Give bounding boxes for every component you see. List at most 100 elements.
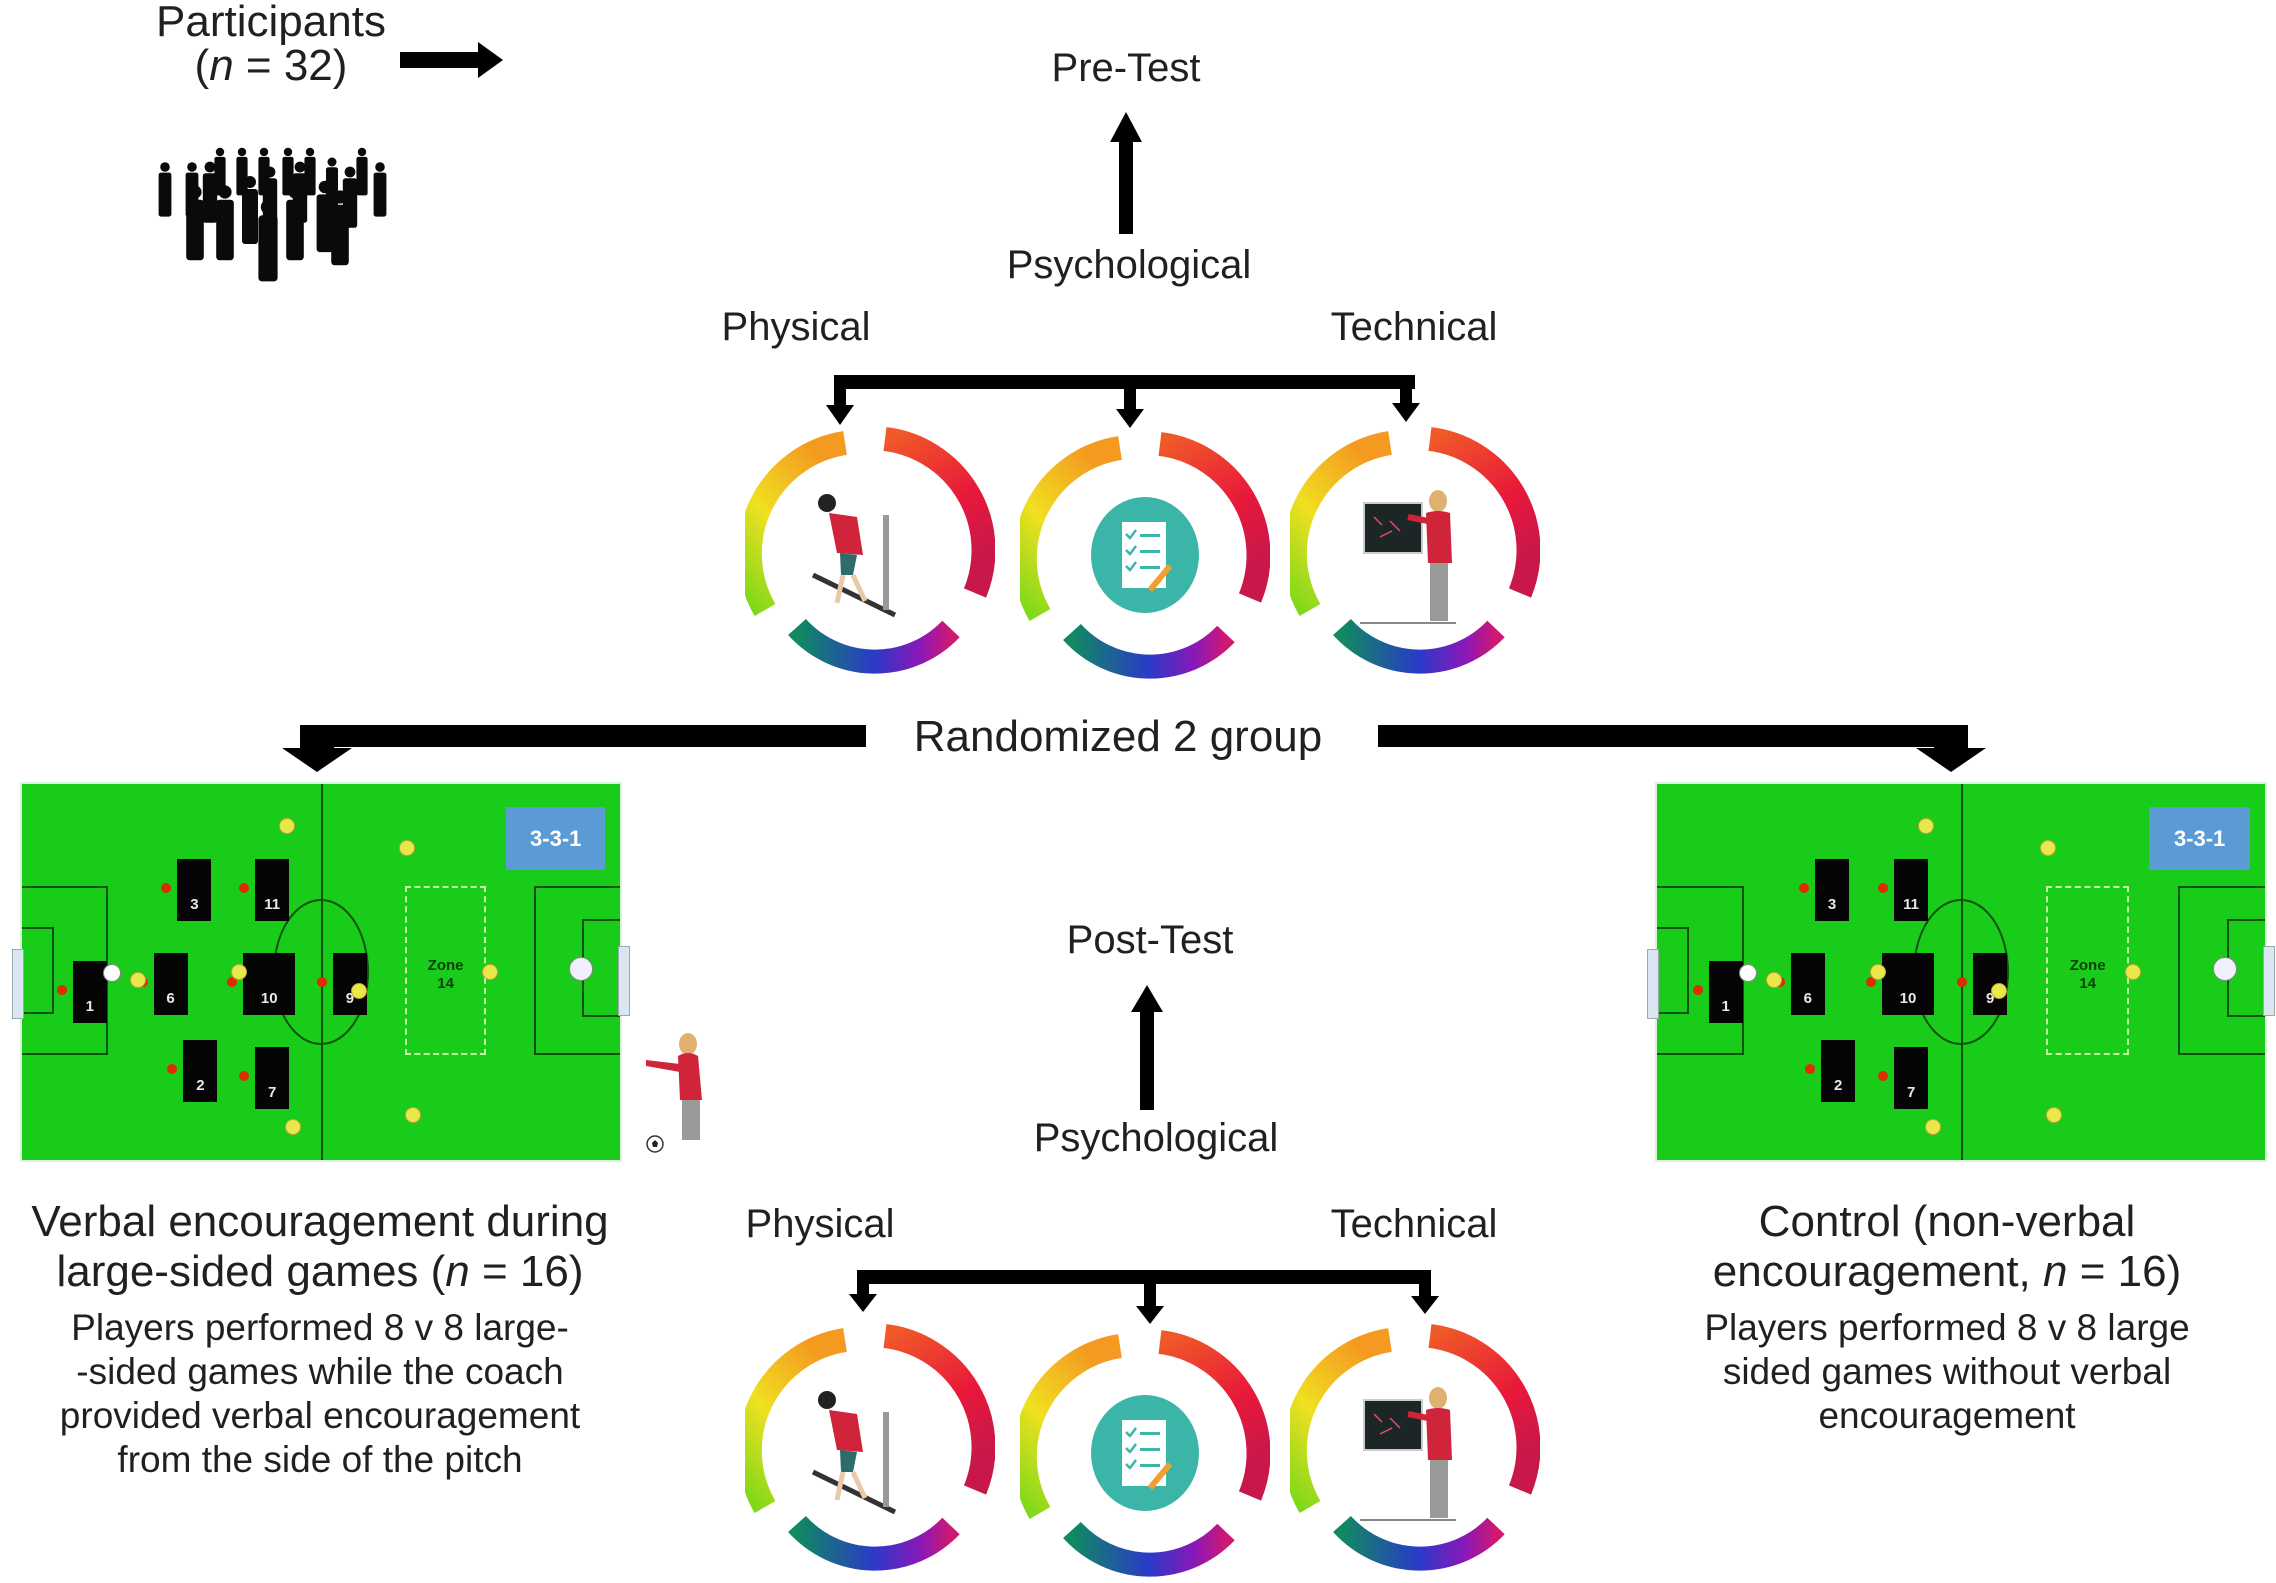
- description-line: provided verbal encouragement: [59, 1395, 581, 1436]
- player-card: 7: [1894, 1047, 1929, 1110]
- description-line: from the side of the pitch: [117, 1439, 523, 1480]
- defender-marker: [1957, 977, 1968, 988]
- defender-marker: [239, 883, 250, 894]
- player-card: 10: [1881, 953, 1934, 1016]
- opponent-marker: [231, 964, 248, 981]
- opponent-marker: [279, 817, 296, 834]
- post-test-physical-label: Physical: [745, 1202, 895, 1246]
- player-card: 6: [153, 953, 188, 1016]
- goal-right: [618, 945, 630, 1016]
- psychological-test-icon: [1012, 430, 1271, 685]
- opponent-marker: [2040, 840, 2057, 857]
- description-line: Players performed 8 v 8 large-: [71, 1307, 569, 1348]
- control-group-title: Control (non-verbal encouragement, n = 1…: [1713, 1200, 2181, 1294]
- title-var: n: [2042, 1247, 2068, 1296]
- questionnaire-checklist-icon: [1091, 1395, 1199, 1511]
- zone-14-label: Zone 14: [2069, 956, 2106, 992]
- defender-marker: [56, 984, 67, 995]
- ball-marker: [102, 964, 121, 983]
- player-card: 2: [183, 1039, 218, 1102]
- penalty-box-right: [2177, 885, 2265, 1055]
- defender-marker: [161, 883, 172, 894]
- defender-marker: [1799, 883, 1810, 894]
- goal-box-left: [22, 926, 54, 1014]
- randomization-label: Randomized 2 group: [913, 712, 1323, 761]
- coach-icon: [646, 1033, 702, 1140]
- count-var: n: [209, 41, 234, 90]
- count-paren: (: [194, 41, 210, 90]
- player-card: 6: [1790, 953, 1825, 1016]
- opponent-marker: [1766, 972, 1783, 988]
- opponent-marker: [398, 840, 415, 857]
- player-card: 11: [255, 859, 290, 922]
- psychological-test-icon: [1012, 1328, 1271, 1583]
- title-var: n: [445, 1247, 470, 1296]
- player-card: 3: [177, 859, 212, 922]
- player-card: 10: [243, 953, 296, 1016]
- sprint-athlete-icon: [811, 494, 897, 618]
- randomize-right-arrow: [1378, 725, 1986, 772]
- technical-test-icon: [1282, 1322, 1541, 1577]
- opponent-marker: [404, 1107, 421, 1124]
- defender-marker: [1692, 984, 1703, 995]
- coach-whiteboard-icon: [1360, 1387, 1456, 1521]
- physical-test-icon: [737, 1322, 996, 1577]
- post-test-psychological-label: Psychological: [1033, 1116, 1279, 1160]
- control-title-line1: Control (non-verbal: [1758, 1197, 2136, 1246]
- experimental-group-description: Players performed 8 v 8 large- -sided ga…: [60, 1306, 580, 1482]
- opponent-marker: [350, 983, 367, 1000]
- post-test-technical-label: Technical: [1330, 1202, 1498, 1246]
- defender-marker: [316, 977, 327, 988]
- defender-marker: [1865, 977, 1876, 988]
- physical-test-icon: [737, 425, 996, 680]
- pre-test-up-arrow: [1110, 112, 1142, 234]
- experimental-group-title: Verbal encouragement during large-sided …: [31, 1200, 608, 1294]
- formation-badge: 3-3-1: [506, 806, 606, 871]
- title-prefix: large-sided games (: [56, 1247, 446, 1296]
- description-line: sided games without verbal: [1722, 1351, 2172, 1392]
- defender-marker: [1878, 883, 1889, 894]
- zone-14-area: Zone 14: [404, 885, 487, 1055]
- technical-test-icon: [1282, 425, 1541, 680]
- control-group-description: Players performed 8 v 8 large sided game…: [1704, 1306, 2189, 1438]
- pre-test-bracket: [826, 375, 1420, 428]
- description-line: encouragement: [1818, 1395, 2076, 1436]
- control-title-line2: encouragement, n = 16): [1713, 1250, 2181, 1294]
- formation-badge: 3-3-1: [2149, 806, 2250, 871]
- title-prefix: encouragement,: [1712, 1247, 2043, 1296]
- defender-marker: [167, 1063, 178, 1074]
- player-card: 2: [1821, 1039, 1856, 1102]
- sprint-athlete-icon: [811, 1391, 897, 1515]
- experimental-title-line2: large-sided games (n = 16): [31, 1250, 608, 1294]
- participants-arrow: [400, 42, 503, 78]
- opponent-marker: [129, 972, 146, 988]
- goal-left: [12, 949, 24, 1020]
- pre-test-psychological-label: Psychological: [1006, 243, 1252, 287]
- opponent-marker: [285, 1118, 302, 1135]
- player-card: 7: [255, 1047, 290, 1110]
- player-card: 1: [1708, 960, 1743, 1023]
- count-value: = 32): [233, 41, 348, 90]
- post-test-up-arrow: [1131, 985, 1163, 1110]
- defender-marker: [227, 977, 238, 988]
- goal-left: [1647, 949, 1659, 1020]
- opponent-marker: [2125, 964, 2142, 981]
- experimental-title-line1: Verbal encouragement during: [31, 1197, 609, 1246]
- crowd-icon: [158, 147, 387, 282]
- coach-whiteboard-icon: [1360, 490, 1456, 624]
- goalkeeper-marker: [569, 956, 594, 981]
- player-card: 3: [1815, 859, 1850, 922]
- pre-test-physical-label: Physical: [721, 305, 871, 349]
- player-card: 1: [72, 960, 107, 1023]
- penalty-box-right: [534, 885, 620, 1055]
- zone-14-area: Zone 14: [2046, 885, 2130, 1055]
- post-test-bracket: [849, 1270, 1439, 1324]
- defender-marker: [1878, 1071, 1889, 1082]
- defender-marker: [239, 1071, 250, 1082]
- opponent-marker: [1869, 964, 1886, 981]
- participants-title: Participants: [156, 0, 386, 46]
- opponent-marker: [482, 964, 499, 981]
